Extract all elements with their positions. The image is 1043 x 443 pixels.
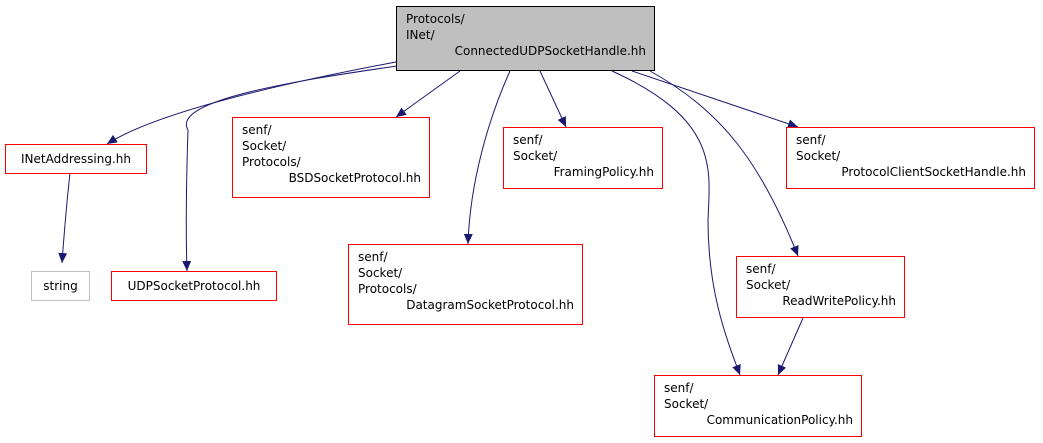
node-line: DatagramSocketProtocol.hh xyxy=(406,298,574,312)
node-line: ReadWritePolicy.hh xyxy=(782,294,896,308)
node-line: Protocols/ xyxy=(358,282,417,296)
node-connected-udp-socket-handle: Protocols/ INet/ ConnectedUDPSocketHandl… xyxy=(396,6,655,71)
node-line: Protocols/ xyxy=(406,12,465,26)
node-read-write-policy[interactable]: senf/ Socket/ ReadWritePolicy.hh xyxy=(736,256,905,318)
node-line: Socket/ xyxy=(746,278,791,292)
edge-root-to-udp-socket-protocol xyxy=(182,65,398,272)
node-line: ConnectedUDPSocketHandle.hh xyxy=(454,44,646,58)
node-udp-socket-protocol[interactable]: UDPSocketProtocol.hh xyxy=(111,271,277,301)
node-line: BSDSocketProtocol.hh xyxy=(288,171,421,185)
node-line: senf/ xyxy=(358,250,388,264)
node-line: senf/ xyxy=(664,381,694,395)
node-framing-policy[interactable]: senf/ Socket/ FramingPolicy.hh xyxy=(503,127,663,189)
node-line: INet/ xyxy=(406,28,435,42)
node-line: CommunicationPolicy.hh xyxy=(706,413,853,427)
node-label: INetAddressing.hh xyxy=(21,152,131,166)
edge-inet-addressing-to-string xyxy=(58,172,71,264)
node-line: ProtocolClientSocketHandle.hh xyxy=(841,165,1026,179)
edge-root-to-protocol-client-socket-handle xyxy=(631,70,799,129)
node-line: senf/ xyxy=(242,123,272,137)
node-line: senf/ xyxy=(513,133,543,147)
edge-root-to-read-write-policy xyxy=(649,70,799,257)
node-line: Socket/ xyxy=(358,266,403,280)
edge-root-to-bsd-socket-protocol xyxy=(395,70,461,118)
edge-root-to-inet-addressing xyxy=(106,61,397,145)
edge-root-to-communication-policy xyxy=(611,70,741,376)
node-line: Socket/ xyxy=(664,397,709,411)
node-line: Socket/ xyxy=(513,149,558,163)
node-communication-policy[interactable]: senf/ Socket/ CommunicationPolicy.hh xyxy=(654,375,862,437)
node-label: UDPSocketProtocol.hh xyxy=(127,279,261,293)
node-line: Protocols/ xyxy=(242,155,301,169)
node-line: Socket/ xyxy=(242,139,287,153)
edge-root-to-datagram-socket-protocol xyxy=(463,70,511,245)
node-bsd-socket-protocol[interactable]: senf/ Socket/ Protocols/ BSDSocketProtoc… xyxy=(232,117,430,198)
node-inet-addressing[interactable]: INetAddressing.hh xyxy=(5,144,147,174)
edge-read-write-policy-to-communication-policy xyxy=(777,317,804,376)
node-datagram-socket-protocol[interactable]: senf/ Socket/ Protocols/ DatagramSocketP… xyxy=(348,244,583,325)
node-string: string xyxy=(31,271,90,301)
node-line: senf/ xyxy=(796,133,826,147)
node-line: FramingPolicy.hh xyxy=(553,165,654,179)
edge-root-to-framing-policy xyxy=(539,70,567,128)
node-line: Socket/ xyxy=(796,149,841,163)
node-line: senf/ xyxy=(746,262,776,276)
node-label: string xyxy=(43,279,78,293)
node-protocol-client-socket-handle[interactable]: senf/ Socket/ ProtocolClientSocketHandle… xyxy=(786,127,1035,189)
